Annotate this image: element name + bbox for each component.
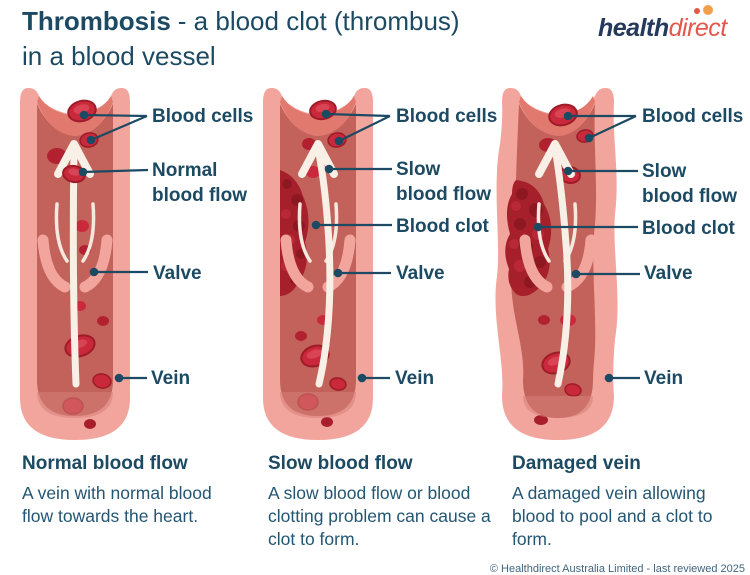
vein-illustration-damaged	[486, 84, 631, 454]
caption-damaged: Damaged vein A damaged vein allowing blo…	[512, 452, 750, 551]
label-vein-3: Vein	[644, 368, 684, 389]
title-keyword: Thrombosis	[22, 6, 171, 36]
label-vein-2: Vein	[395, 368, 435, 389]
vein-damaged-svg	[495, 87, 618, 440]
logo-dot-small-icon	[694, 8, 700, 14]
label-blood-cells-2: Blood cells	[396, 106, 498, 127]
label-valve-3: Valve	[644, 263, 693, 284]
label-blood-clot-2: Blood clot	[396, 216, 489, 237]
label-flow-2-line2: blood flow	[396, 184, 491, 205]
logo-dot-big-icon	[703, 5, 713, 15]
label-valve-2: Valve	[396, 263, 445, 284]
vein-illustration-slow	[253, 84, 383, 454]
label-flow-3-line2: blood flow	[642, 186, 737, 207]
valve-leaflet-right	[81, 202, 96, 263]
vein-normal-svg	[20, 87, 130, 440]
valve-leaflet-left	[536, 202, 551, 263]
caption-normal-title: Normal blood flow	[22, 453, 188, 474]
caption-normal: Normal blood flow A vein with normal blo…	[22, 452, 237, 528]
valve-leaflet-left	[297, 202, 312, 263]
title-subtitle: - a blood clot (thrombus)	[177, 6, 460, 36]
caption-slow-body: A slow blood flow or blood clotting prob…	[268, 483, 491, 550]
caption-damaged-body: A damaged vein allowing blood to pool an…	[512, 483, 713, 550]
label-vein-1: Vein	[151, 368, 191, 389]
copyright-text: © Healthdirect Australia Limited - last …	[489, 563, 745, 575]
label-flow-3: Slow blood flow	[642, 159, 737, 209]
caption-normal-body: A vein with normal blood flow towards th…	[22, 483, 212, 527]
caption-damaged-title: Damaged vein	[512, 453, 641, 474]
valve-flap-left	[519, 234, 553, 293]
label-flow-2: Slow blood flow	[396, 157, 491, 207]
logo-health: health	[598, 14, 669, 42]
vein-front-band	[280, 392, 356, 418]
page-title: Thrombosis- a blood clot (thrombus) in a…	[22, 4, 460, 74]
label-blood-cells-3: Blood cells	[642, 106, 744, 127]
vein-illustration-normal	[10, 84, 140, 454]
label-blood-clot-3: Blood clot	[642, 218, 735, 239]
vein-front-band	[523, 396, 593, 418]
label-flow-2-line1: Slow	[396, 159, 441, 180]
vein-front-band	[37, 392, 113, 418]
label-blood-cells-1: Blood cells	[152, 106, 254, 127]
label-flow-1-line1: Normal	[152, 160, 218, 181]
label-flow-1: Normal blood flow	[152, 158, 247, 208]
flow-arrow	[298, 140, 338, 388]
label-valve-1: Valve	[153, 263, 202, 284]
label-flow-1-line2: blood flow	[152, 185, 247, 206]
label-flow-3-line1: Slow	[642, 161, 687, 182]
caption-slow: Slow blood flow A slow blood flow or blo…	[268, 452, 496, 551]
valve-flap-left	[37, 234, 71, 293]
vein-slow-svg	[263, 87, 373, 440]
healthdirect-logo: healthdirect	[598, 4, 748, 46]
valve-leaflet-left	[54, 202, 69, 263]
title-line-1: Thrombosis- a blood clot (thrombus)	[22, 4, 460, 39]
valve-flap-left	[280, 234, 314, 293]
logo-direct: direct	[668, 14, 728, 42]
logo-text: healthdirect	[598, 14, 727, 43]
flow-arrow	[535, 140, 575, 388]
caption-slow-title: Slow blood flow	[268, 453, 413, 474]
valve-flap-right	[79, 234, 113, 293]
title-line-2: in a blood vessel	[22, 41, 216, 71]
